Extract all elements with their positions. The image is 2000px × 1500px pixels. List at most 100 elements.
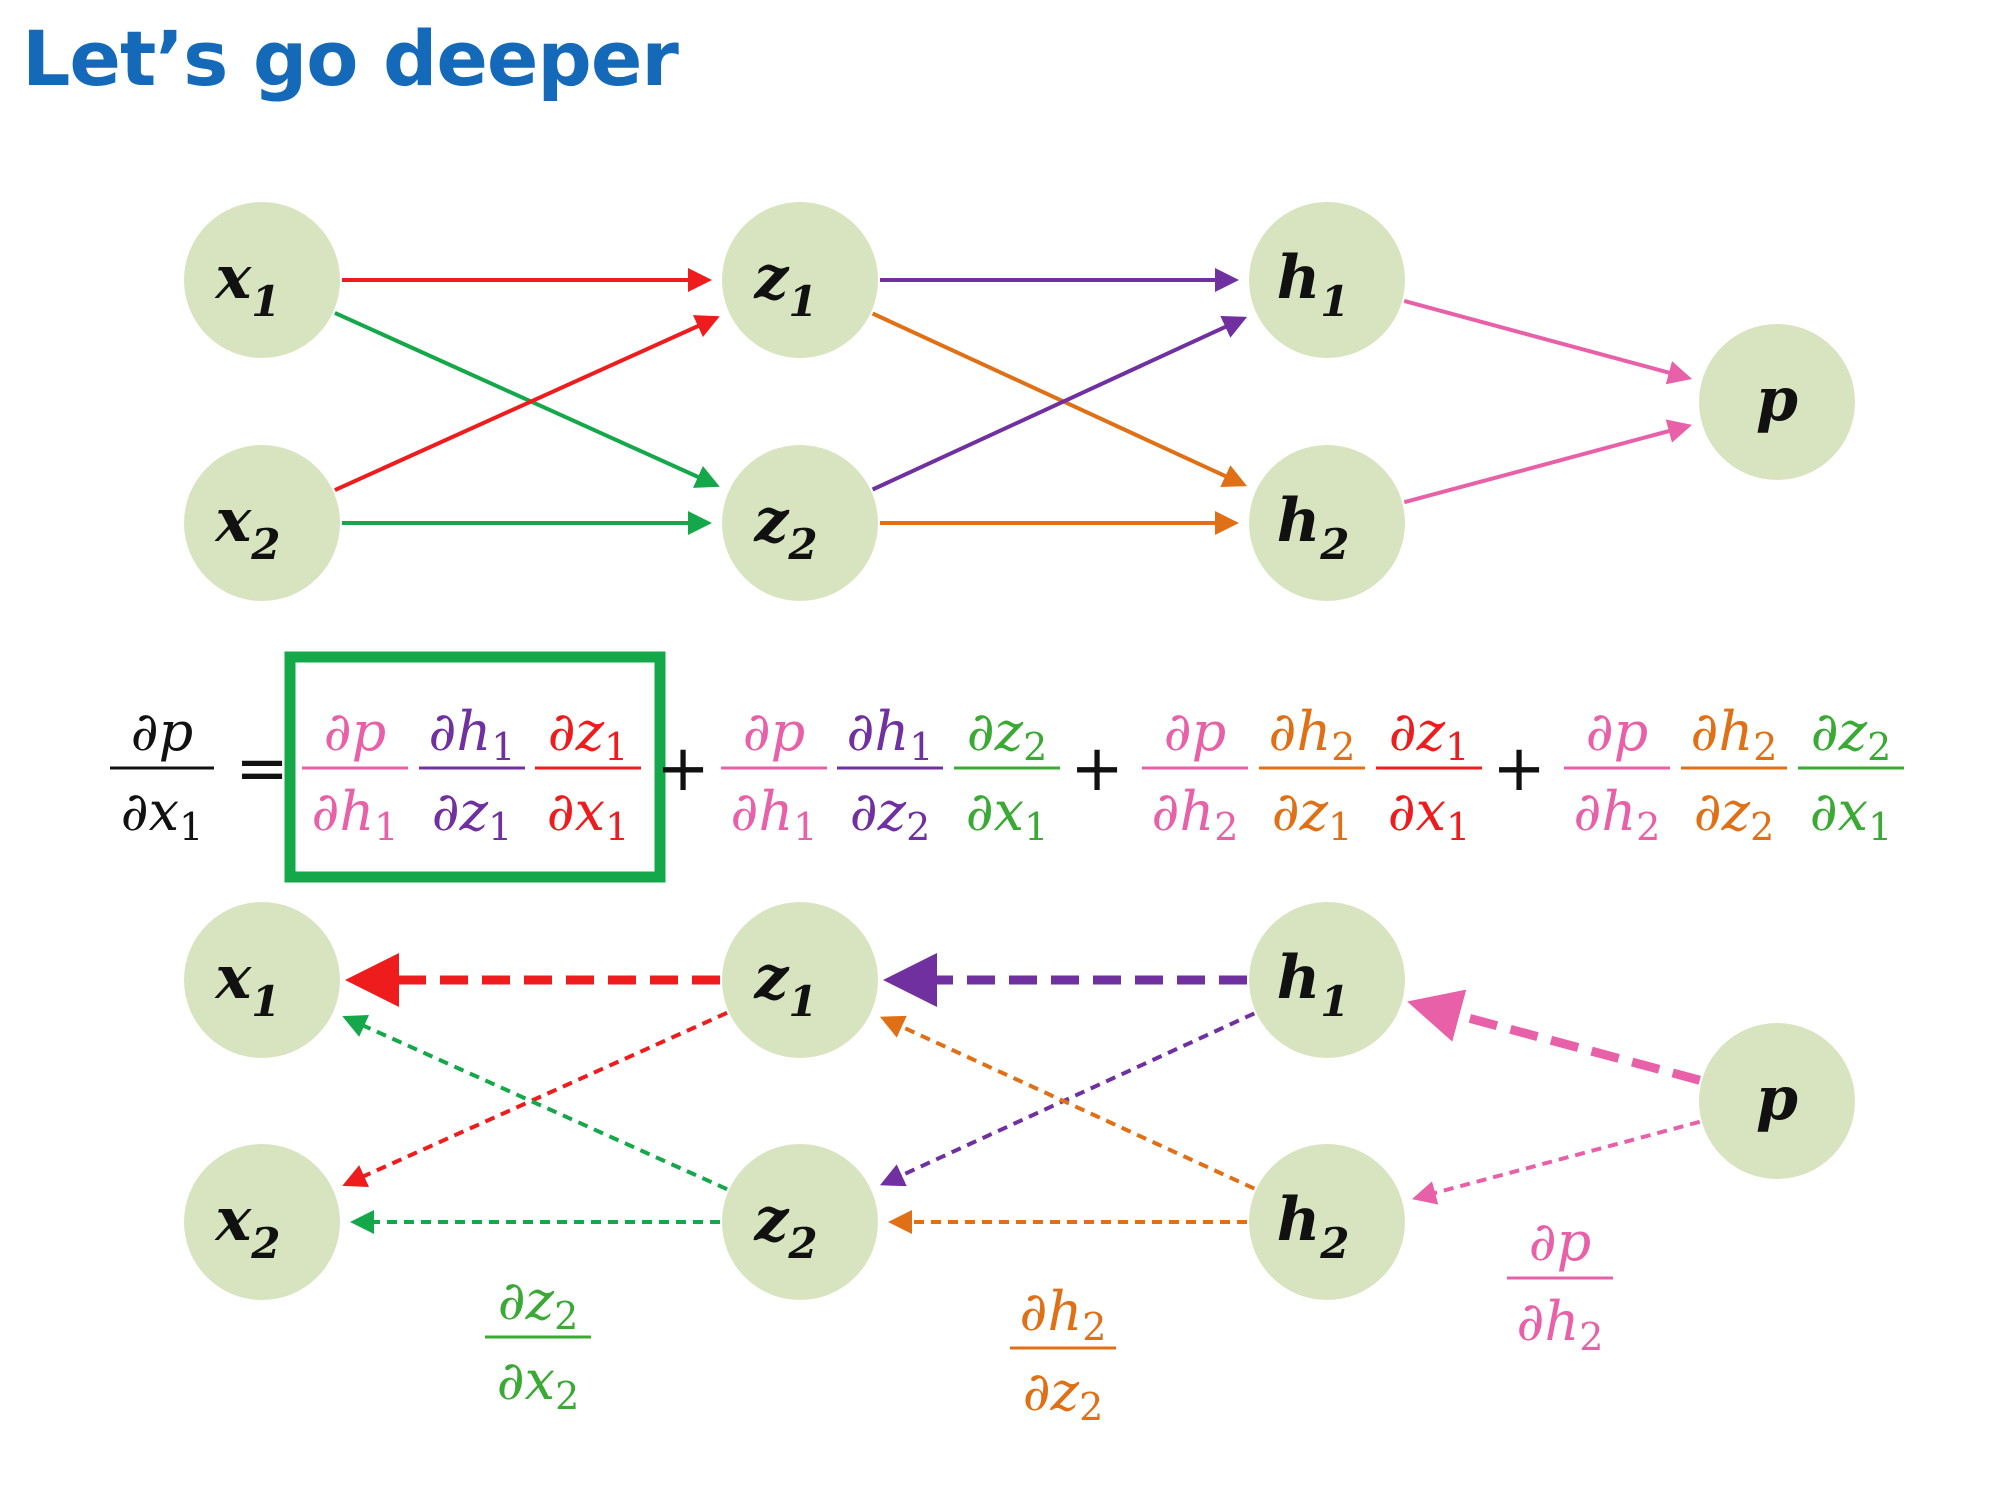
partial-fraction: ∂p∂h1 [721, 700, 827, 849]
node-circle [184, 445, 340, 601]
numerator: ∂z1 [548, 700, 629, 769]
node-subscript: 2 [250, 1219, 280, 1268]
numerator: ∂p [1164, 700, 1227, 763]
backward-edge-h1-z2 [879, 1011, 1256, 1187]
numerator: ∂p [131, 700, 194, 763]
node-circle [722, 202, 878, 358]
forward-edge-x1-z2 [334, 311, 720, 488]
numerator: ∂h2 [1269, 700, 1356, 769]
denominator: ∂x1 [121, 780, 204, 849]
equation-term-4: ∂p∂h2∂h2∂z2∂z2∂x1 [1564, 700, 1904, 849]
numerator: ∂z1 [1389, 700, 1470, 769]
node-circle [1699, 1023, 1855, 1179]
plus-sign: + [656, 732, 710, 806]
numerator: ∂p [1529, 1210, 1592, 1273]
numerator: ∂z2 [1811, 700, 1892, 769]
backward-node-h1: h1 [1249, 902, 1405, 1058]
forward-edges [334, 268, 1693, 535]
node-subscript: 2 [787, 1219, 817, 1268]
node-subscript: 1 [1320, 277, 1349, 326]
forward-node-z1: z1 [722, 202, 878, 358]
backward-edge-h2-z1 [879, 1015, 1256, 1191]
equation-term-3: ∂p∂h2∂h2∂z1∂z1∂x1 [1142, 700, 1482, 849]
denominator: ∂z1 [432, 780, 513, 849]
node-subscript: 2 [250, 520, 280, 569]
node-label: h1 [1277, 943, 1350, 1026]
node-label: x1 [213, 943, 280, 1026]
forward-edge-x2-z1 [334, 315, 720, 492]
partial-fraction: ∂z1∂x1 [535, 700, 641, 849]
partial-fraction: ∂h1∂z2 [837, 700, 943, 849]
plus-sign: + [1070, 732, 1124, 806]
backward-node-x2: x2 [184, 1144, 340, 1300]
forward-node-h2: h2 [1249, 445, 1405, 601]
denominator: ∂h2 [1574, 780, 1661, 849]
denominator: ∂z1 [1272, 780, 1353, 849]
chain-rule-equation: ∂p∂x1=∂p∂h1∂h1∂z1∂z1∂x1∂p∂h1∂h1∂z2∂z2∂x1… [110, 651, 1904, 883]
node-label: x2 [213, 486, 280, 569]
equals-sign: = [235, 732, 289, 806]
backward-node-x1: x1 [184, 902, 340, 1058]
node-circle [722, 445, 878, 601]
denominator: ∂x1 [1810, 780, 1893, 849]
backward-node-h2: h2 [1249, 1144, 1405, 1300]
node-subscript: 2 [1319, 1219, 1349, 1268]
partial-fraction: ∂z1∂x1 [1376, 700, 1482, 849]
page-title: Let’s go deeper [22, 14, 679, 103]
node-circle [1249, 202, 1405, 358]
denominator: ∂x1 [966, 780, 1049, 849]
edge-label-fraction: ∂h2∂z2 [1010, 1280, 1116, 1429]
numerator: ∂z2 [967, 700, 1048, 769]
edge-label-fraction: ∂z2∂x2 [485, 1269, 591, 1418]
node-circle [1249, 445, 1405, 601]
forward-edge-h2-p [1403, 419, 1693, 505]
edge-label-fraction: ∂p∂h2 [1507, 1210, 1613, 1359]
denominator: ∂h1 [312, 780, 399, 849]
node-label: h1 [1277, 243, 1350, 326]
forward-edge-z2-h1 [871, 316, 1248, 492]
backward-edges [342, 953, 1701, 1234]
partial-fraction: ∂p ∂h2 [1142, 700, 1248, 849]
equation-term-2: ∂p∂h1∂h1∂z2∂z2∂x1 [721, 700, 1060, 849]
node-circle [184, 902, 340, 1058]
backward-edge-z2-x1 [342, 1015, 728, 1192]
node-subscript: 1 [788, 977, 817, 1026]
denominator: ∂z2 [1694, 780, 1775, 849]
node-circle [1249, 902, 1405, 1058]
node-subscript: 1 [251, 277, 280, 326]
edge-labels: ∂z2∂x2∂h2∂z2∂p∂h2 [485, 1210, 1613, 1429]
denominator: ∂x2 [497, 1349, 580, 1418]
denominator: ∂x1 [1388, 780, 1471, 849]
node-subscript: 2 [787, 520, 817, 569]
backward-edge-p-h1 [1407, 989, 1701, 1085]
node-circle [1249, 1144, 1405, 1300]
backward-node-p: p [1699, 1023, 1855, 1179]
denominator: ∂z2 [1023, 1360, 1104, 1429]
partial-fraction: ∂z2∂x1 [954, 700, 1060, 849]
denominator: ∂z2 [850, 780, 931, 849]
denominator: ∂h2 [1152, 780, 1239, 849]
numerator: ∂h1 [429, 700, 516, 769]
numerator: ∂h2 [1691, 700, 1778, 769]
partial-fraction: ∂h2∂z1 [1259, 700, 1365, 849]
node-subscript: 1 [788, 277, 817, 326]
forward-edge-z1-h2 [871, 311, 1248, 487]
node-circle [722, 1144, 878, 1300]
node-label: p [1756, 1064, 1798, 1134]
lhs-fraction: ∂p ∂x1 [110, 700, 214, 849]
highlight-box [284, 651, 666, 883]
backward-node-z2: z2 [722, 1144, 878, 1300]
backward-edge-z1-x2 [342, 1010, 728, 1187]
partial-fraction: ∂p ∂h1 [302, 700, 408, 849]
plus-sign: + [1492, 732, 1546, 806]
node-label: p [1756, 365, 1798, 435]
partial-fraction: ∂h1∂z1 [419, 700, 525, 849]
numerator: ∂p [324, 700, 387, 763]
node-subscript: 1 [251, 977, 280, 1026]
forward-edge-h1-p [1403, 299, 1693, 385]
partial-fraction: ∂p∂h2 [1564, 700, 1670, 849]
forward-node-x2: x2 [184, 445, 340, 601]
